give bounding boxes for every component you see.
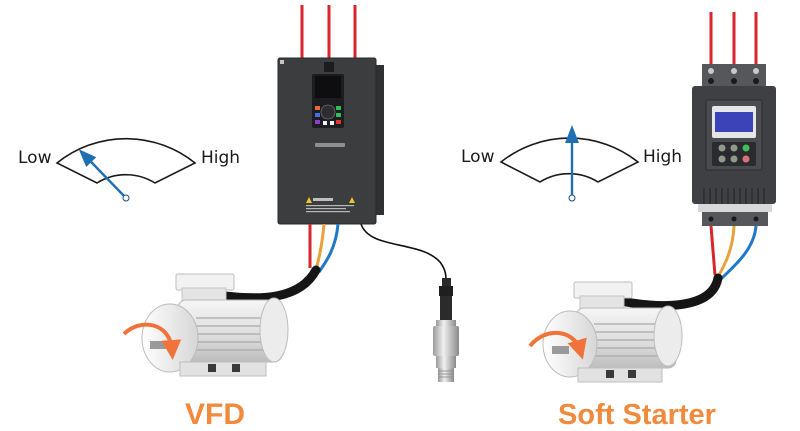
output-wires	[308, 223, 340, 273]
pressure-sensor	[433, 278, 459, 382]
gauge-low-label: Low	[461, 147, 495, 167]
vfd-motor	[122, 265, 321, 377]
motor-cable	[220, 265, 321, 303]
gauge-low-label: Low	[18, 148, 52, 168]
soft-starter-device	[692, 12, 776, 281]
gauge-high-label: High	[643, 147, 682, 167]
run-button	[742, 144, 750, 152]
gauge-high-label: High	[201, 148, 240, 168]
motor-base	[577, 367, 663, 383]
soft-starter-motor	[528, 273, 723, 383]
gauge-sector-outline	[499, 137, 640, 183]
vfd-caption: VFD	[185, 398, 245, 431]
keypad-button	[718, 155, 726, 163]
vfd-gauge: Low High	[18, 137, 240, 202]
vent-slots	[703, 188, 765, 204]
gauge-needle	[565, 125, 579, 202]
stop-button	[742, 155, 750, 163]
input-wires	[709, 12, 758, 66]
rotation-arrow-icon	[528, 330, 587, 360]
sensor-cable	[360, 223, 447, 281]
needle-pivot	[568, 194, 576, 202]
keypad-button	[718, 144, 726, 152]
gauge-needle	[78, 149, 130, 202]
motor-rear-cover	[653, 305, 683, 367]
rotation-arrow-icon	[122, 322, 182, 360]
keypad-button	[730, 155, 738, 163]
motor-base	[179, 361, 267, 377]
vfd-dial	[320, 104, 336, 120]
terminal-block-top	[702, 64, 766, 86]
needle-arrowhead	[78, 149, 97, 167]
side-heatsink	[375, 65, 384, 215]
output-wires	[709, 225, 758, 281]
motor-shaft	[150, 341, 168, 349]
lcd-display	[715, 112, 753, 132]
needle-pivot	[122, 194, 130, 202]
soft-starter-caption: Soft Starter	[558, 399, 716, 431]
warning-label	[306, 197, 355, 213]
vfd-display	[315, 76, 341, 98]
motor-end-cap	[542, 310, 598, 378]
motor-cable	[621, 273, 723, 311]
motor-shaft	[552, 346, 569, 354]
vfd-body	[277, 57, 377, 225]
needle-arrowhead	[565, 125, 579, 143]
vfd-device	[277, 5, 447, 281]
soft-starter-gauge: Low High	[461, 125, 682, 202]
input-wires	[300, 5, 357, 62]
terminal-strip	[698, 204, 772, 212]
keypad-button	[730, 144, 738, 152]
gauge-sector-outline	[55, 137, 197, 184]
motor-rear-cover	[259, 297, 289, 363]
vfd-nameplate	[315, 143, 345, 147]
needle-shaft	[88, 159, 127, 199]
